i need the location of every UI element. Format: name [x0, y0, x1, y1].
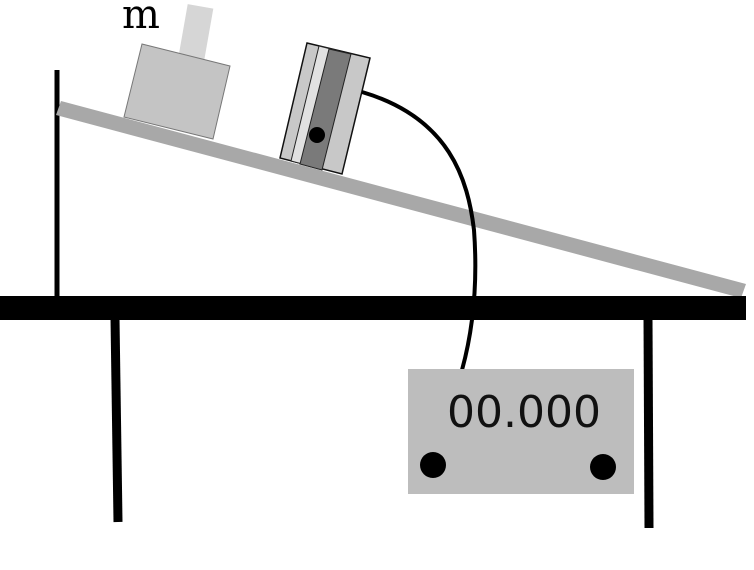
photogate-sensor-dot	[309, 127, 325, 143]
mass-peg	[178, 4, 214, 60]
timer-display: 00.000	[447, 387, 601, 438]
digital-timer: 00.000	[408, 369, 634, 494]
mass-label: m	[122, 0, 160, 38]
inclined-track	[56, 101, 746, 298]
photogate-cable	[361, 90, 478, 371]
tabletop	[0, 296, 746, 320]
table-leg-right	[643, 317, 654, 529]
timer-button-left[interactable]	[420, 452, 446, 478]
table-leg-left	[110, 317, 123, 523]
mass-block	[123, 43, 231, 140]
photogate	[279, 42, 371, 175]
timer-button-right[interactable]	[590, 454, 616, 480]
